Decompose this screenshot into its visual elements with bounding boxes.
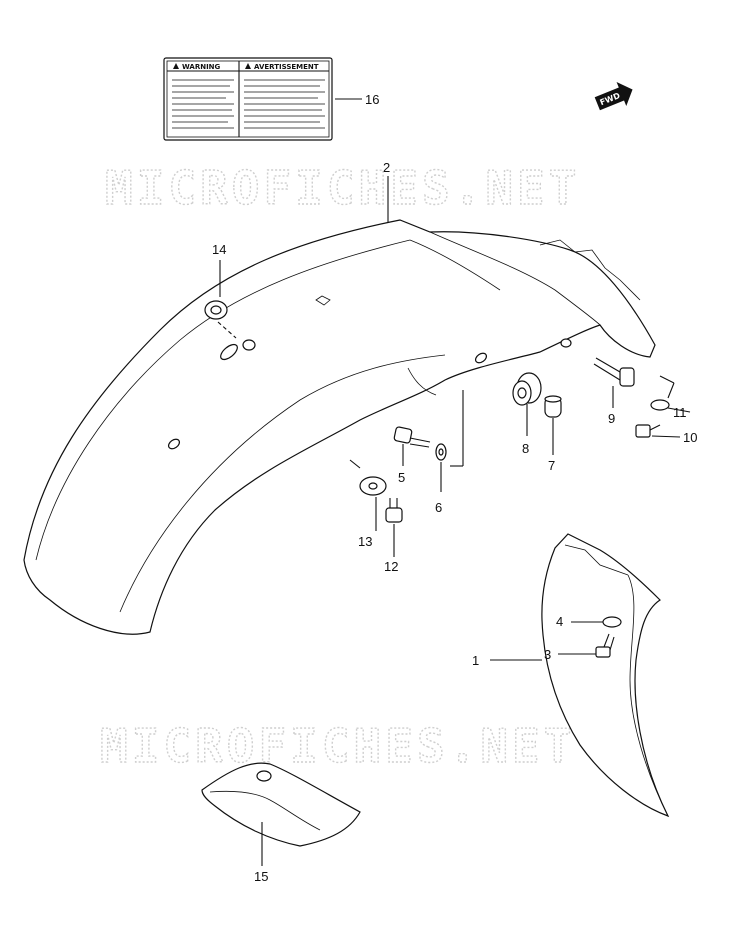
grommet-14: [204, 300, 228, 320]
callout-14: 14: [212, 242, 226, 257]
warning-triangle-icon: [245, 63, 251, 69]
warning-triangle-icon: [173, 63, 179, 69]
washer-4: [602, 616, 622, 628]
callout-7: 7: [548, 458, 555, 473]
watermark-bottom: MICROFICHES.NET: [100, 719, 575, 773]
callouts: 1 2 3 4 5 6 7 8 9 10 11 12 13 14 15 16: [212, 92, 697, 884]
washer-11: [650, 399, 670, 411]
bolt-9: [593, 357, 635, 387]
washer-6: [435, 443, 447, 461]
callout-4: 4: [556, 614, 563, 629]
callout-10: 10: [683, 430, 697, 445]
watermark-top: MICROFICHES.NET: [105, 161, 580, 215]
rear-fender: [23, 219, 656, 635]
bolt-12: [385, 498, 403, 523]
callout-1: 1: [472, 653, 479, 668]
callout-9: 9: [608, 411, 615, 426]
callout-8: 8: [522, 441, 529, 456]
callout-12: 12: [384, 559, 398, 574]
callout-16: 16: [365, 92, 379, 107]
warning-heading: WARNING: [182, 63, 221, 71]
callout-3: 3: [544, 647, 551, 662]
collar-7: [544, 395, 562, 418]
tool-bag: [201, 762, 361, 847]
warning-label: WARNING AVERTISSEMENT: [163, 57, 333, 141]
callout-5: 5: [398, 470, 405, 485]
callout-6: 6: [435, 500, 442, 515]
fwd-arrow-icon: FWD: [594, 81, 633, 111]
warning-text-lines: [172, 79, 325, 129]
screw-3: [595, 633, 615, 658]
splash-guard: [541, 533, 670, 818]
bolt-5: [393, 426, 431, 448]
callout-2: 2: [383, 160, 390, 175]
cushion-8: [512, 372, 542, 406]
bolt-10: [635, 424, 661, 438]
avertissement-heading: AVERTISSEMENT: [254, 63, 319, 71]
washer-13: [359, 476, 387, 496]
callout-11: 11: [673, 405, 687, 420]
callout-15: 15: [254, 869, 268, 884]
leader-lines: [217, 98, 691, 866]
callout-13: 13: [358, 534, 372, 549]
